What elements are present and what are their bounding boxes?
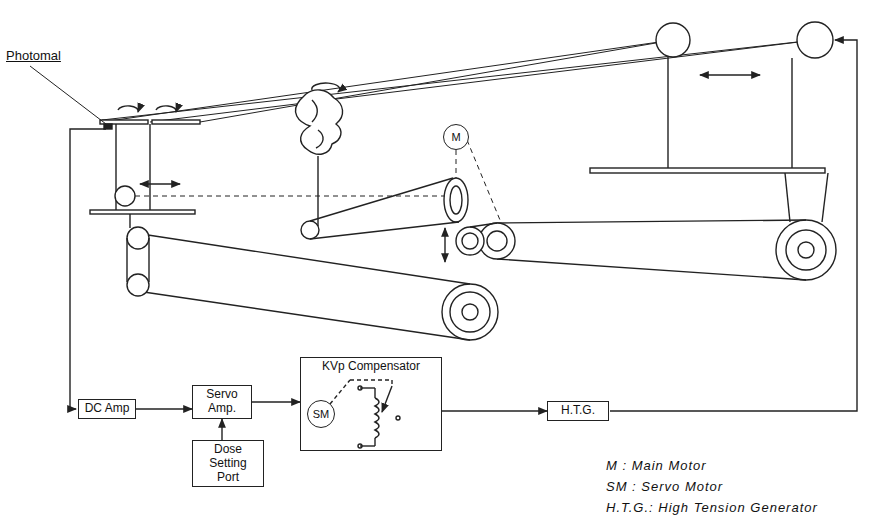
node-text: M bbox=[451, 131, 460, 144]
xray-tube bbox=[656, 23, 690, 57]
node-text: Servo Amp. bbox=[197, 388, 247, 416]
dose-setting-box: Dose Setting Port bbox=[192, 440, 264, 487]
main-motor: M bbox=[443, 124, 469, 150]
amplifier-box: Servo Amp. bbox=[192, 385, 252, 419]
legend-entry: M : Main Motor bbox=[606, 455, 818, 476]
component-label: Photomal bbox=[6, 48, 61, 63]
autotransformer-coil bbox=[330, 380, 400, 448]
servo-motor: SM bbox=[307, 400, 335, 428]
node-text: Dose Setting Port bbox=[197, 443, 259, 484]
node-text: SM bbox=[313, 408, 330, 421]
signal-arrow bbox=[442, 410, 547, 411]
photomal-sensor bbox=[104, 124, 112, 129]
photomal-wire bbox=[70, 129, 106, 409]
legend-entry: H.T.G.: High Tension Generator bbox=[606, 497, 818, 518]
compensator-box: KVp CompensatorSM bbox=[300, 357, 442, 451]
signal-arrow bbox=[252, 401, 300, 402]
amplifier-box: DC Amp bbox=[78, 399, 136, 419]
legend: M : Main MotorSM : Servo MotorH.T.G.: Hi… bbox=[606, 455, 818, 518]
tube-carriage-bar bbox=[590, 168, 825, 173]
legend-entry: SM : Servo Motor bbox=[606, 476, 818, 497]
generator-box: H.T.G. bbox=[547, 401, 609, 421]
photomal-leader bbox=[30, 66, 106, 124]
rotating-phantom bbox=[295, 90, 342, 154]
film-plate bbox=[152, 120, 200, 124]
node-text: H.T.G. bbox=[561, 404, 595, 418]
signal-arrow bbox=[221, 419, 222, 440]
signal-arrow bbox=[136, 408, 192, 409]
xray-tube bbox=[797, 22, 833, 58]
x-ray-beam bbox=[102, 40, 815, 122]
node-text: DC Amp bbox=[85, 402, 130, 416]
node-text: KVp Compensator bbox=[305, 360, 437, 374]
high-tension-cable bbox=[610, 40, 857, 411]
